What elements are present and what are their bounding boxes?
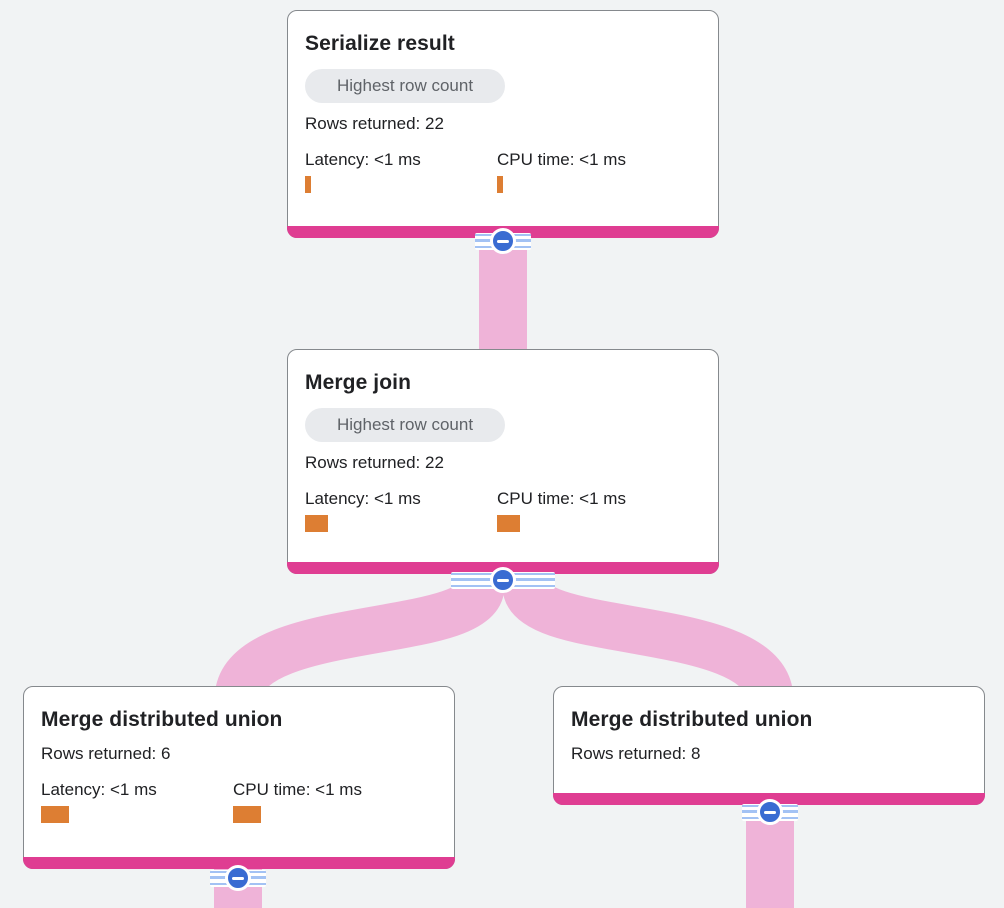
highest-row-count-badge: Highest row count [305,408,506,442]
minus-icon [764,810,776,814]
node-card-merge-join[interactable]: Merge join Highest row count Rows return… [287,349,719,574]
node-card-merge-distributed-union-right[interactable]: Merge distributed union Rows returned: 8 [553,686,985,805]
cpu-time-stat: CPU time: <1 ms [497,149,689,193]
minus-icon [497,239,509,243]
latency-label: Latency: <1 ms [305,489,421,508]
rows-returned-label: Rows returned: 22 [305,114,444,133]
stats-row: Latency: <1 ms CPU time: <1 ms [305,149,701,193]
latency-stat: Latency: <1 ms [41,779,233,823]
cpu-time-bar [497,176,503,193]
collapse-node-button[interactable] [757,799,783,825]
minus-icon [497,578,509,582]
collapse-node-button[interactable] [490,228,516,254]
latency-bar [305,515,328,532]
node-title: Merge join [305,371,412,394]
cpu-time-bar [233,806,261,823]
cpu-time-stat: CPU time: <1 ms [497,488,689,532]
collapse-node-button[interactable] [490,567,516,593]
stats-row: Latency: <1 ms CPU time: <1 ms [305,488,701,532]
latency-bar [41,806,69,823]
minus-icon [232,876,244,880]
cpu-time-label: CPU time: <1 ms [497,150,626,169]
flow-mergejoin-to-left-union [214,579,505,704]
cpu-time-label: CPU time: <1 ms [233,780,362,799]
rows-returned-label: Rows returned: 22 [305,453,444,472]
latency-stat: Latency: <1 ms [305,488,497,532]
cpu-time-stat: CPU time: <1 ms [233,779,425,823]
stats-row: Latency: <1 ms CPU time: <1 ms [41,779,437,823]
rows-returned-label: Rows returned: 8 [571,744,701,763]
node-card-merge-distributed-union-left[interactable]: Merge distributed union Rows returned: 6… [23,686,455,869]
collapse-node-button[interactable] [225,865,251,891]
latency-label: Latency: <1 ms [305,150,421,169]
highest-row-count-badge: Highest row count [305,69,506,103]
node-title: Serialize result [305,32,455,55]
latency-label: Latency: <1 ms [41,780,157,799]
latency-stat: Latency: <1 ms [305,149,497,193]
card-accent-bar [23,857,455,869]
node-title: Merge distributed union [571,708,813,731]
flow-mergejoin-to-right-union [502,579,794,704]
node-title: Merge distributed union [41,708,283,731]
latency-bar [305,176,311,193]
rows-returned-label: Rows returned: 6 [41,744,171,763]
cpu-time-bar [497,515,520,532]
node-card-serialize-result[interactable]: Serialize result Highest row count Rows … [287,10,719,238]
cpu-time-label: CPU time: <1 ms [497,489,626,508]
